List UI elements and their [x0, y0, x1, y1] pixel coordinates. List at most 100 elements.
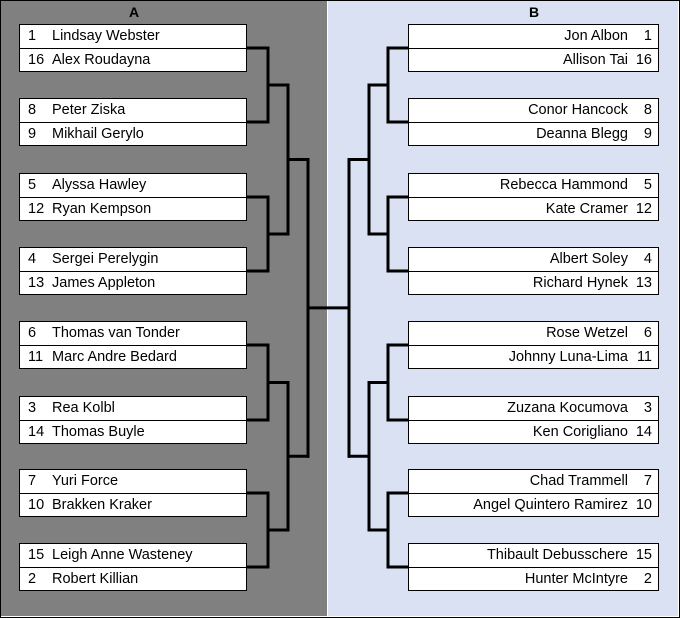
competitor-name: James Appleton: [52, 275, 156, 291]
competitor-name: Thomas van Tonder: [52, 325, 180, 341]
bracket-slot: 4 Sergei Perelygin: [20, 248, 246, 272]
bracket-slot: 13 James Appleton: [20, 272, 246, 295]
competitor-name: Mikhail Gerylo: [52, 126, 144, 142]
seed-number: 9: [643, 126, 652, 142]
bracket-slot: 9 Mikhail Gerylo: [20, 123, 246, 146]
match-a-5: 6 Thomas van Tonder 11 Marc Andre Bedard: [19, 321, 247, 369]
competitor-name: Hunter McIntyre: [524, 571, 628, 587]
competitor-name: Conor Hancock: [528, 102, 628, 118]
seed-number: 5: [28, 177, 37, 193]
competitor-name: Zuzana Kocumova: [507, 400, 628, 416]
competitor-name: Marc Andre Bedard: [52, 349, 177, 365]
bracket-slot: 13 Richard Hynek: [409, 272, 658, 295]
match-a-6: 3 Rea Kolbl 14 Thomas Buyle: [19, 396, 247, 444]
competitor-name: Rose Wetzel: [546, 325, 628, 341]
seed-number: 13: [635, 275, 652, 291]
bracket-slot: 14 Ken Corigliano: [409, 421, 658, 444]
group-b-label: B: [528, 4, 540, 20]
seed-number: 15: [635, 547, 652, 563]
competitor-name: Angel Quintero Ramirez: [473, 497, 628, 513]
competitor-name: Allison Tai: [562, 52, 628, 68]
seed-number: 16: [28, 52, 45, 68]
bracket-slot: 12 Ryan Kempson: [20, 198, 246, 221]
seed-number: 16: [635, 52, 652, 68]
seed-number: 1: [28, 28, 37, 44]
competitor-name: Lindsay Webster: [52, 28, 160, 44]
bracket-slot: 10 Angel Quintero Ramirez: [409, 494, 658, 517]
bracket-slot: 8 Conor Hancock: [409, 99, 658, 123]
match-a-1: 1 Lindsay Webster 16 Alex Roudayna: [19, 24, 247, 72]
match-a-4: 4 Sergei Perelygin 13 James Appleton: [19, 247, 247, 295]
competitor-name: Ken Corigliano: [532, 424, 628, 440]
competitor-name: Alex Roudayna: [52, 52, 151, 68]
seed-number: 5: [643, 177, 652, 193]
seed-number: 6: [28, 325, 37, 341]
match-b-6: 3 Zuzana Kocumova 14 Ken Corigliano: [408, 396, 659, 444]
match-b-4: 4 Albert Soley 13 Richard Hynek: [408, 247, 659, 295]
bracket-slot: 16 Allison Tai: [409, 49, 658, 72]
competitor-name: Yuri Force: [52, 473, 119, 489]
bracket-slot: 3 Zuzana Kocumova: [409, 397, 658, 421]
bracket-slot: 6 Rose Wetzel: [409, 322, 658, 346]
seed-number: 3: [643, 400, 652, 416]
bracket-slot: 4 Albert Soley: [409, 248, 658, 272]
seed-number: 11: [28, 349, 44, 365]
bracket-slot: 7 Yuri Force: [20, 470, 246, 494]
seed-number: 4: [28, 251, 37, 267]
seed-number: 14: [28, 424, 45, 440]
bracket-slot: 6 Thomas van Tonder: [20, 322, 246, 346]
seed-number: 1: [643, 28, 652, 44]
seed-number: 4: [643, 251, 652, 267]
seed-number: 8: [28, 102, 37, 118]
competitor-name: Rea Kolbl: [52, 400, 115, 416]
bracket-slot: 9 Deanna Blegg: [409, 123, 658, 146]
bracket-slot: 15 Thibault Debusschere: [409, 544, 658, 568]
competitor-name: Johnny Luna-Lima: [508, 349, 628, 365]
competitor-name: Kate Cramer: [545, 201, 628, 217]
seed-number: 10: [635, 497, 652, 513]
seed-number: 6: [643, 325, 652, 341]
seed-number: 15: [28, 547, 45, 563]
bracket-slot: 7 Chad Trammell: [409, 470, 658, 494]
competitor-name: Thibault Debusschere: [486, 547, 628, 563]
competitor-name: Deanna Blegg: [536, 126, 628, 142]
seed-number: 7: [28, 473, 37, 489]
bracket-slot: 5 Alyssa Hawley: [20, 174, 246, 198]
competitor-name: Ryan Kempson: [52, 201, 152, 217]
competitor-name: Chad Trammell: [529, 473, 628, 489]
seed-number: 9: [28, 126, 37, 142]
seed-number: 14: [635, 424, 652, 440]
match-b-2: 8 Conor Hancock 9 Deanna Blegg: [408, 98, 659, 146]
competitor-name: Rebecca Hammond: [499, 177, 628, 193]
competitor-name: Robert Killian: [52, 571, 139, 587]
seed-number: 12: [28, 201, 45, 217]
bracket-slot: 5 Rebecca Hammond: [409, 174, 658, 198]
competitor-name: Richard Hynek: [532, 275, 628, 291]
seed-number: 3: [28, 400, 37, 416]
competitor-name: Sergei Perelygin: [52, 251, 159, 267]
competitor-name: Thomas Buyle: [52, 424, 145, 440]
seed-number: 7: [643, 473, 652, 489]
seed-number: 13: [28, 275, 45, 291]
competitor-name: Alyssa Hawley: [52, 177, 147, 193]
seed-number: 8: [643, 102, 652, 118]
bracket-slot: 11 Marc Andre Bedard: [20, 346, 246, 369]
bracket-slot: 14 Thomas Buyle: [20, 421, 246, 444]
competitor-name: Albert Soley: [549, 251, 628, 267]
bracket-slot: 16 Alex Roudayna: [20, 49, 246, 72]
match-a-3: 5 Alyssa Hawley 12 Ryan Kempson: [19, 173, 247, 221]
